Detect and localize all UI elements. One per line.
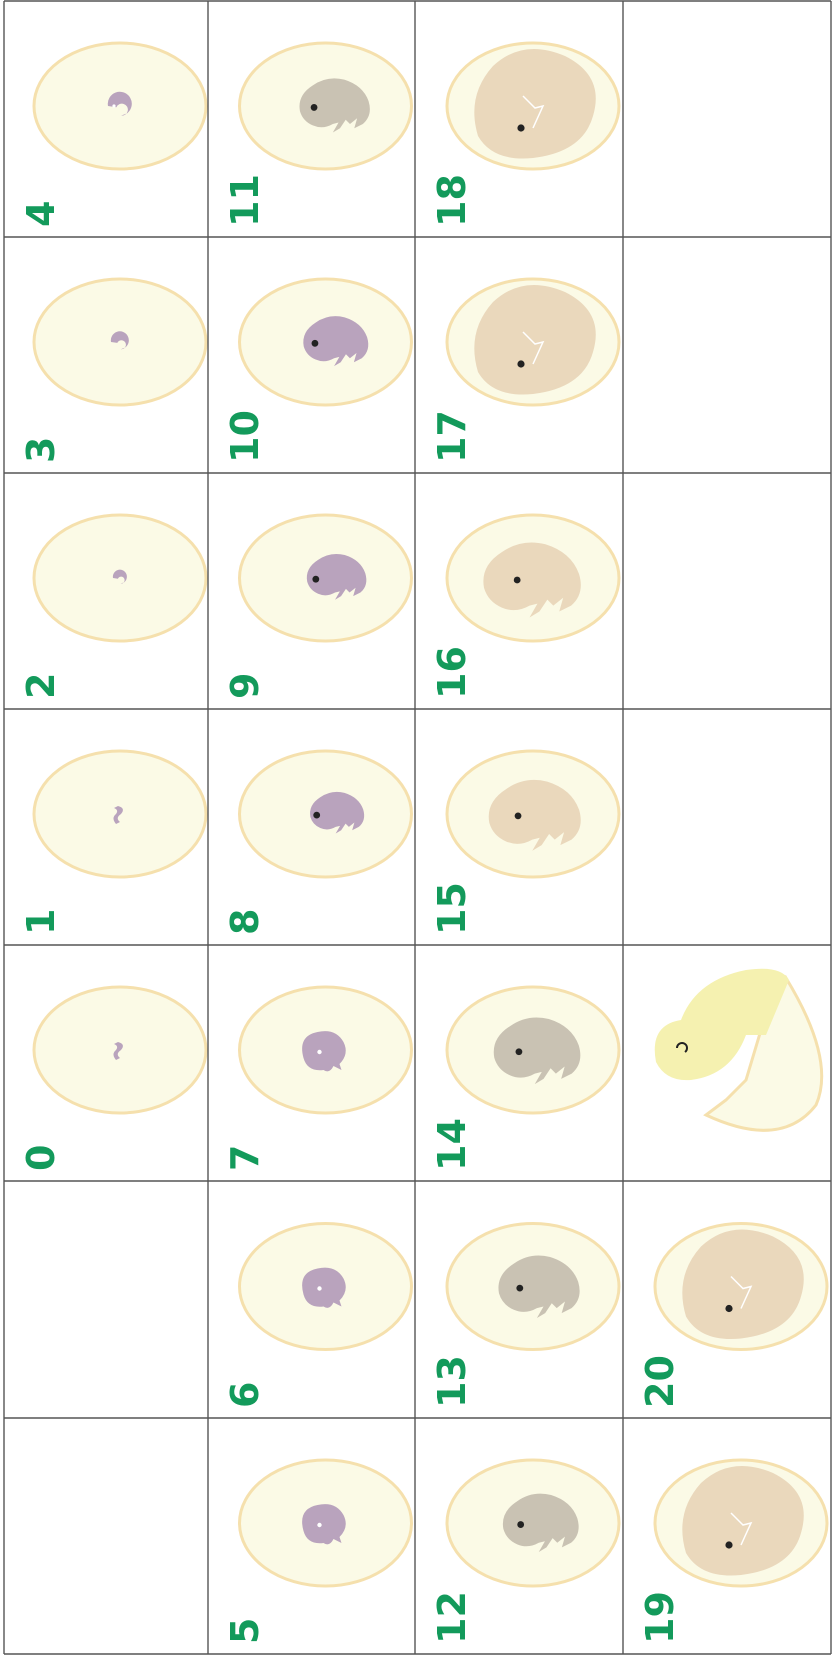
stage-day-11: 11 — [223, 43, 412, 227]
stage-day-3: 3 — [19, 279, 206, 463]
stage-day-0: 0 — [19, 987, 206, 1171]
stage-day-4: 4 — [19, 43, 206, 227]
embryo-eye — [317, 1286, 321, 1290]
stage-day-8: 8 — [223, 751, 412, 935]
embryo-eye — [312, 340, 319, 347]
day-label: 5 — [223, 1618, 267, 1644]
stage-day-10: 10 — [223, 279, 412, 463]
day-label: 16 — [430, 646, 474, 699]
stage-day-5: 5 — [223, 1460, 412, 1644]
embryo-eye — [317, 1523, 321, 1527]
embryo-eye — [317, 1050, 321, 1054]
embryo — [302, 1031, 346, 1071]
day-label: 8 — [223, 909, 267, 935]
stage-day-9: 9 — [223, 515, 412, 699]
embryo — [302, 1504, 346, 1544]
egg — [34, 515, 206, 641]
day-label: 18 — [430, 174, 474, 227]
day-label: 15 — [430, 882, 474, 935]
day-label: 12 — [430, 1591, 474, 1644]
day-label: 10 — [223, 410, 267, 463]
stage-day-15: 15 — [430, 751, 619, 935]
stage-day-13: 13 — [430, 1224, 619, 1409]
day-label: 0 — [19, 1145, 63, 1171]
day-label: 17 — [430, 410, 474, 463]
embryo-eye — [516, 1048, 523, 1055]
embryo-eye — [516, 1285, 523, 1292]
embryo-eye — [515, 812, 522, 819]
embryo-eye — [112, 104, 115, 107]
day-label: 11 — [223, 174, 267, 227]
day-label: 19 — [638, 1591, 682, 1644]
embryo-eye — [514, 577, 521, 584]
day-label: 4 — [19, 201, 63, 227]
stage-day-2: 2 — [19, 515, 206, 699]
chick-eye — [517, 360, 524, 367]
stage-day-7: 7 — [223, 987, 412, 1171]
chick-eye — [517, 124, 524, 131]
day-label: 1 — [19, 909, 63, 935]
day-label: 20 — [638, 1355, 682, 1408]
egg — [34, 279, 206, 405]
day-label: 14 — [430, 1118, 474, 1171]
stage-day-1: 1 — [19, 751, 206, 935]
chick-eye — [725, 1541, 732, 1548]
chick-eye — [725, 1305, 732, 1312]
embryo-eye — [311, 104, 318, 111]
stage-day-19: 19 — [638, 1460, 827, 1644]
stage-hatched — [655, 969, 822, 1131]
stage-day-17: 17 — [430, 279, 619, 463]
stage-day-18: 18 — [430, 43, 619, 227]
day-label: 7 — [223, 1145, 267, 1171]
embryo-eye — [312, 576, 319, 583]
stage-day-20: 20 — [638, 1224, 827, 1409]
egg — [34, 43, 206, 169]
stage-day-6: 6 — [223, 1224, 412, 1409]
embryo — [302, 1268, 346, 1308]
day-label: 6 — [223, 1382, 267, 1408]
stage-day-16: 16 — [430, 515, 619, 699]
day-label: 2 — [19, 673, 63, 699]
stage-day-12: 12 — [430, 1460, 619, 1644]
stage-day-14: 14 — [430, 987, 619, 1171]
day-label: 3 — [19, 437, 63, 463]
embryo-eye — [517, 1521, 524, 1528]
embryo-eye — [313, 812, 320, 819]
day-label: 13 — [430, 1355, 474, 1408]
day-label: 9 — [223, 673, 267, 699]
